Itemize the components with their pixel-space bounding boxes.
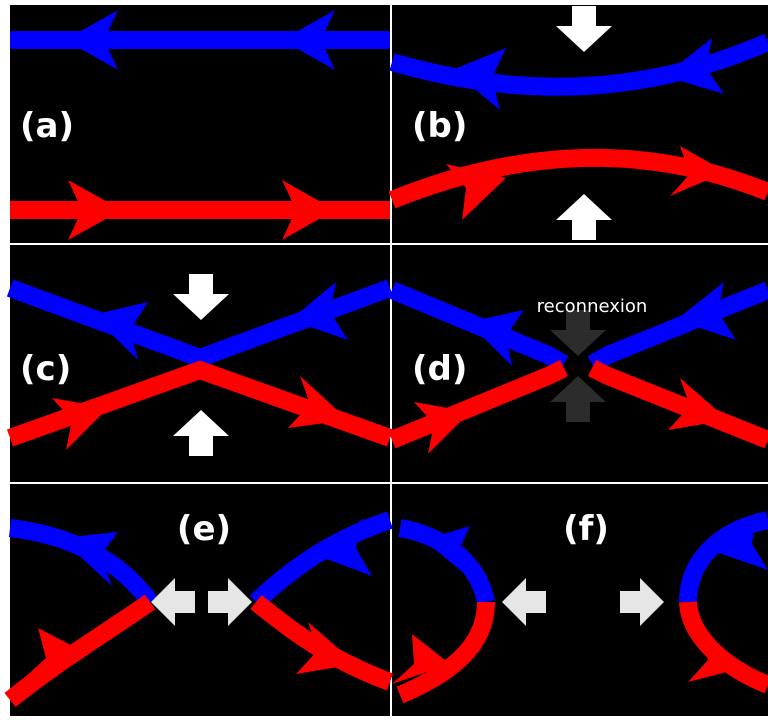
red-field-arrowhead (52, 398, 108, 450)
panel-label: (e) (177, 509, 231, 549)
blue-field-arrowhead (290, 282, 348, 340)
blue-field-arrowhead (60, 532, 118, 586)
panel-label: (f) (563, 509, 609, 549)
red-field-line (396, 601, 495, 704)
blue-field-arrowhead (316, 518, 372, 576)
panel-b: (b) (388, 6, 768, 240)
blue-field-arrowhead (452, 48, 506, 110)
panel-c: (c) (6, 274, 394, 456)
red-field-arrowhead (446, 164, 506, 220)
reconnection-label: reconnexion (537, 296, 648, 317)
red-field-arrowhead (668, 378, 728, 430)
red-field-arrowhead (288, 376, 348, 428)
blue-field-arrowhead (92, 302, 148, 360)
blue-field-arrowhead (468, 310, 524, 366)
panel-label: (c) (20, 349, 71, 389)
blue-field-line (389, 33, 768, 96)
red-field-arrowhead (670, 146, 726, 196)
blue-field-arrowhead (676, 282, 736, 340)
panel-label: (d) (412, 349, 467, 389)
red-field-line (388, 148, 768, 209)
red-field-arrowhead (688, 630, 742, 682)
panel-label: (a) (20, 106, 74, 146)
panel-e: (e) (4, 509, 394, 708)
red-field-arrowhead (414, 402, 470, 454)
panel-label: (b) (412, 106, 467, 146)
panel-e-background (10, 484, 390, 716)
panel-d: reconnexion (d) (388, 281, 768, 454)
blue-field-arrowhead (65, 10, 118, 70)
blue-field-arrowhead (716, 514, 768, 570)
panel-d-background (392, 245, 768, 482)
red-field-line (4, 594, 156, 708)
red-field-arrowhead (22, 628, 84, 680)
red-field-arrowhead (68, 180, 122, 240)
red-field-arrowhead (282, 180, 335, 240)
blue-field-arrowhead (282, 10, 335, 70)
blue-field-line (249, 511, 393, 609)
red-field-arrowhead (392, 634, 450, 684)
panel-a: (a) (10, 10, 390, 240)
blue-field-arrowhead (664, 38, 724, 94)
red-field-line (250, 595, 394, 691)
red-field-arrowhead (296, 622, 356, 674)
panel-f: (f) (392, 509, 768, 704)
blue-field-arrowhead (424, 526, 472, 580)
